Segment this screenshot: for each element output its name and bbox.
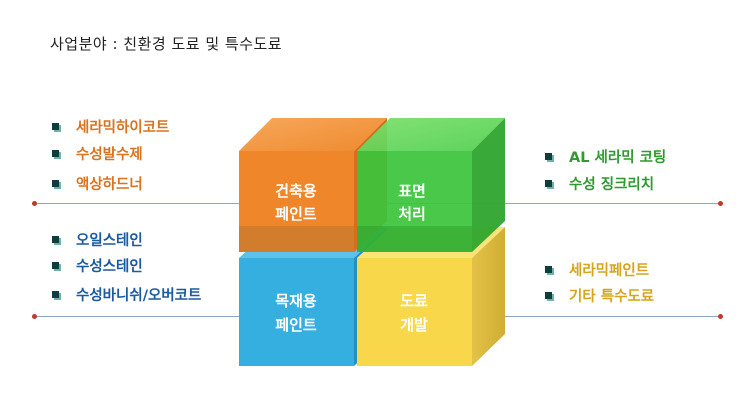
cube-label-building-1: 건축용 (275, 182, 317, 200)
upper-left-dot (32, 201, 37, 206)
bullet-icon (52, 123, 59, 130)
cube-seam-overlay (357, 226, 472, 252)
upper-right-dot (718, 201, 723, 206)
list-item: 수성 징크리치 (545, 173, 666, 194)
bullet-icon (545, 180, 552, 187)
right-top-list: AL 세라믹 코팅 수성 징크리치 (545, 146, 666, 194)
list-item: 세라믹하이코트 (52, 116, 169, 143)
list-item: 수성바니쉬/오버코트 (52, 284, 201, 305)
bullet-icon (545, 153, 552, 160)
cube-label-building-2: 페인트 (275, 205, 317, 223)
list-item: 수성스테인 (52, 255, 201, 284)
bullet-icon (52, 150, 59, 157)
cube-label-wood-2: 페인트 (275, 316, 317, 334)
right-bottom-list: 세라믹페인트 기타 특수도료 (545, 259, 654, 306)
page-title: 사업분야 : 친환경 도료 및 특수도료 (50, 35, 283, 53)
list-item: AL 세라믹 코팅 (545, 146, 666, 173)
bullet-icon (52, 291, 59, 298)
lower-left-dot (32, 314, 37, 319)
lower-right-dot (718, 314, 723, 319)
list-item: 세라믹페인트 (545, 259, 654, 285)
cube-seam-overlay (239, 226, 354, 252)
bullet-icon (52, 262, 59, 269)
list-item: 기타 특수도료 (545, 285, 654, 306)
bullet-icon (52, 180, 59, 187)
cube-label-dev-1: 도료 (400, 292, 428, 310)
cube-surface-treatment (357, 118, 505, 252)
left-top-list: 세라믹하이코트 수성발수제 액상하드너 (52, 116, 169, 194)
left-bottom-list: 오일스테인 수성스테인 수성바니쉬/오버코트 (52, 229, 201, 305)
cube-label-wood-1: 목재용 (275, 292, 317, 310)
cube-label-surface-2: 처리 (398, 205, 426, 223)
bullet-icon (545, 266, 552, 273)
bullet-icon (52, 236, 59, 243)
bullet-icon (545, 292, 552, 299)
list-item: 오일스테인 (52, 229, 201, 255)
cube-label-surface-1: 표면 (398, 182, 426, 200)
list-item: 액상하드너 (52, 173, 169, 194)
list-item: 수성발수제 (52, 143, 169, 173)
cube-label-dev-2: 개발 (400, 316, 428, 334)
